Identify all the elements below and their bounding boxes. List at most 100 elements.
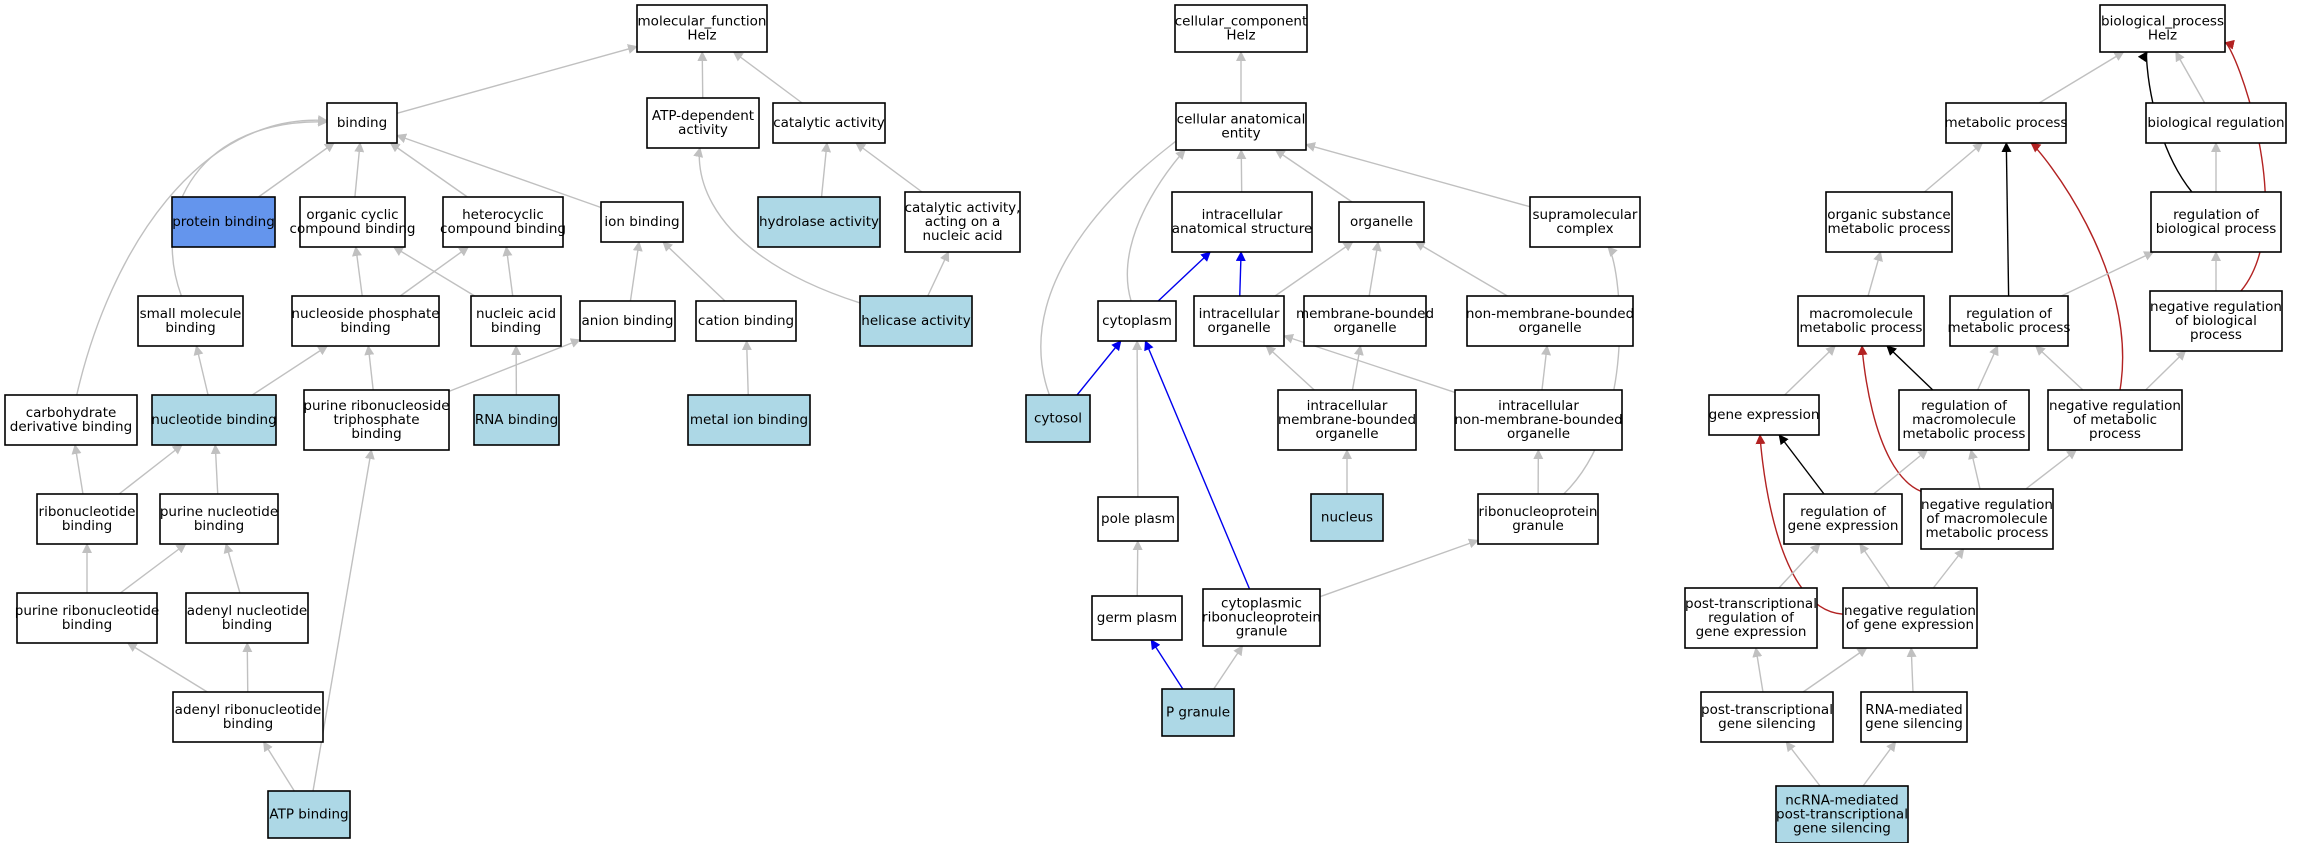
node-binding[interactable]: binding [326,102,398,144]
node-cytoplasm[interactable]: cytoplasm [1097,300,1177,342]
edge-regmacro-to-regmet [1977,345,1999,391]
node-label: intracellular [1498,398,1579,414]
edge-ptgs-to-neggene [1802,647,1868,693]
node-label: organelle [1315,426,1378,442]
node-box [1797,295,1925,347]
edge-negmacro-to-regmacro [1968,449,1981,490]
edge-hetcyc-to-binding [389,142,468,198]
node-label: biological regulation [2147,115,2284,131]
node-box [772,102,886,144]
node-germplasm[interactable]: germ plasm [1091,595,1183,641]
node-nucleus[interactable]: nucleus [1310,493,1384,542]
node-pgranule[interactable]: P granule [1161,688,1235,737]
node-label: molecular_function [638,14,767,30]
node-atpbind[interactable]: ATP binding [267,790,351,839]
node-catalytic[interactable]: catalytic activity [772,102,886,144]
node-rnabind[interactable]: RNA binding [473,394,560,446]
node-label: negative regulation [1844,603,1976,619]
node-geneexp[interactable]: gene expression [1708,394,1820,436]
edge-nucbind-to-nucphos [251,345,329,396]
node-label: anion binding [581,313,673,329]
edges-layer [71,39,2266,792]
node-ionbind[interactable]: ion binding [600,201,684,243]
node-poleplasm[interactable]: pole plasm [1097,496,1179,542]
node-label: ion binding [604,214,679,230]
node-label: RNA binding [475,412,558,428]
node-box [1700,691,1834,743]
node-box [1949,295,2069,347]
edge-helicase-to-catna [927,251,950,297]
node-box [1920,488,2054,550]
node-label: biological_process [2101,14,2224,30]
node-label: protein binding [172,214,275,230]
node-nucbind[interactable]: nucleotide binding [151,394,277,446]
node-label: Helz [2148,28,2177,44]
node-label: heterocyclic [462,207,544,223]
node-metalion[interactable]: metal ion binding [687,394,811,446]
node-anion[interactable]: anion binding [579,300,676,342]
node-intnonmem[interactable]: intracellularnon-membrane-boundedorganel… [1454,389,1623,451]
node-organelle[interactable]: organelle [1338,201,1425,243]
node-label: organelle [1350,214,1413,230]
node-cation[interactable]: cation binding [695,300,797,342]
node-box [1025,394,1091,443]
node-helicase[interactable]: helicase activity [859,295,973,347]
node-label: organelle [1507,426,1570,442]
node-box [1454,389,1623,451]
node-label: of metabolic [2073,412,2157,428]
node-protbind[interactable]: protein binding [171,196,276,248]
node-label: binding [223,716,273,732]
node-box [473,394,560,446]
node-label: activity [678,122,728,138]
node-bioreg[interactable]: biological regulation [2145,102,2287,144]
node-hydrolase[interactable]: hydrolase activity [757,196,881,248]
edge-cytoplasm-to-cae [1126,149,1186,302]
node-label: metal ion binding [690,412,808,428]
node-label: post-transcriptional [1776,807,1908,823]
node-metab[interactable]: metabolic process [1945,102,2068,144]
node-cytosol[interactable]: cytosol [1025,394,1091,443]
edge-ncrna-to-rnasil [1862,741,1897,787]
node-label: compound binding [290,221,416,237]
